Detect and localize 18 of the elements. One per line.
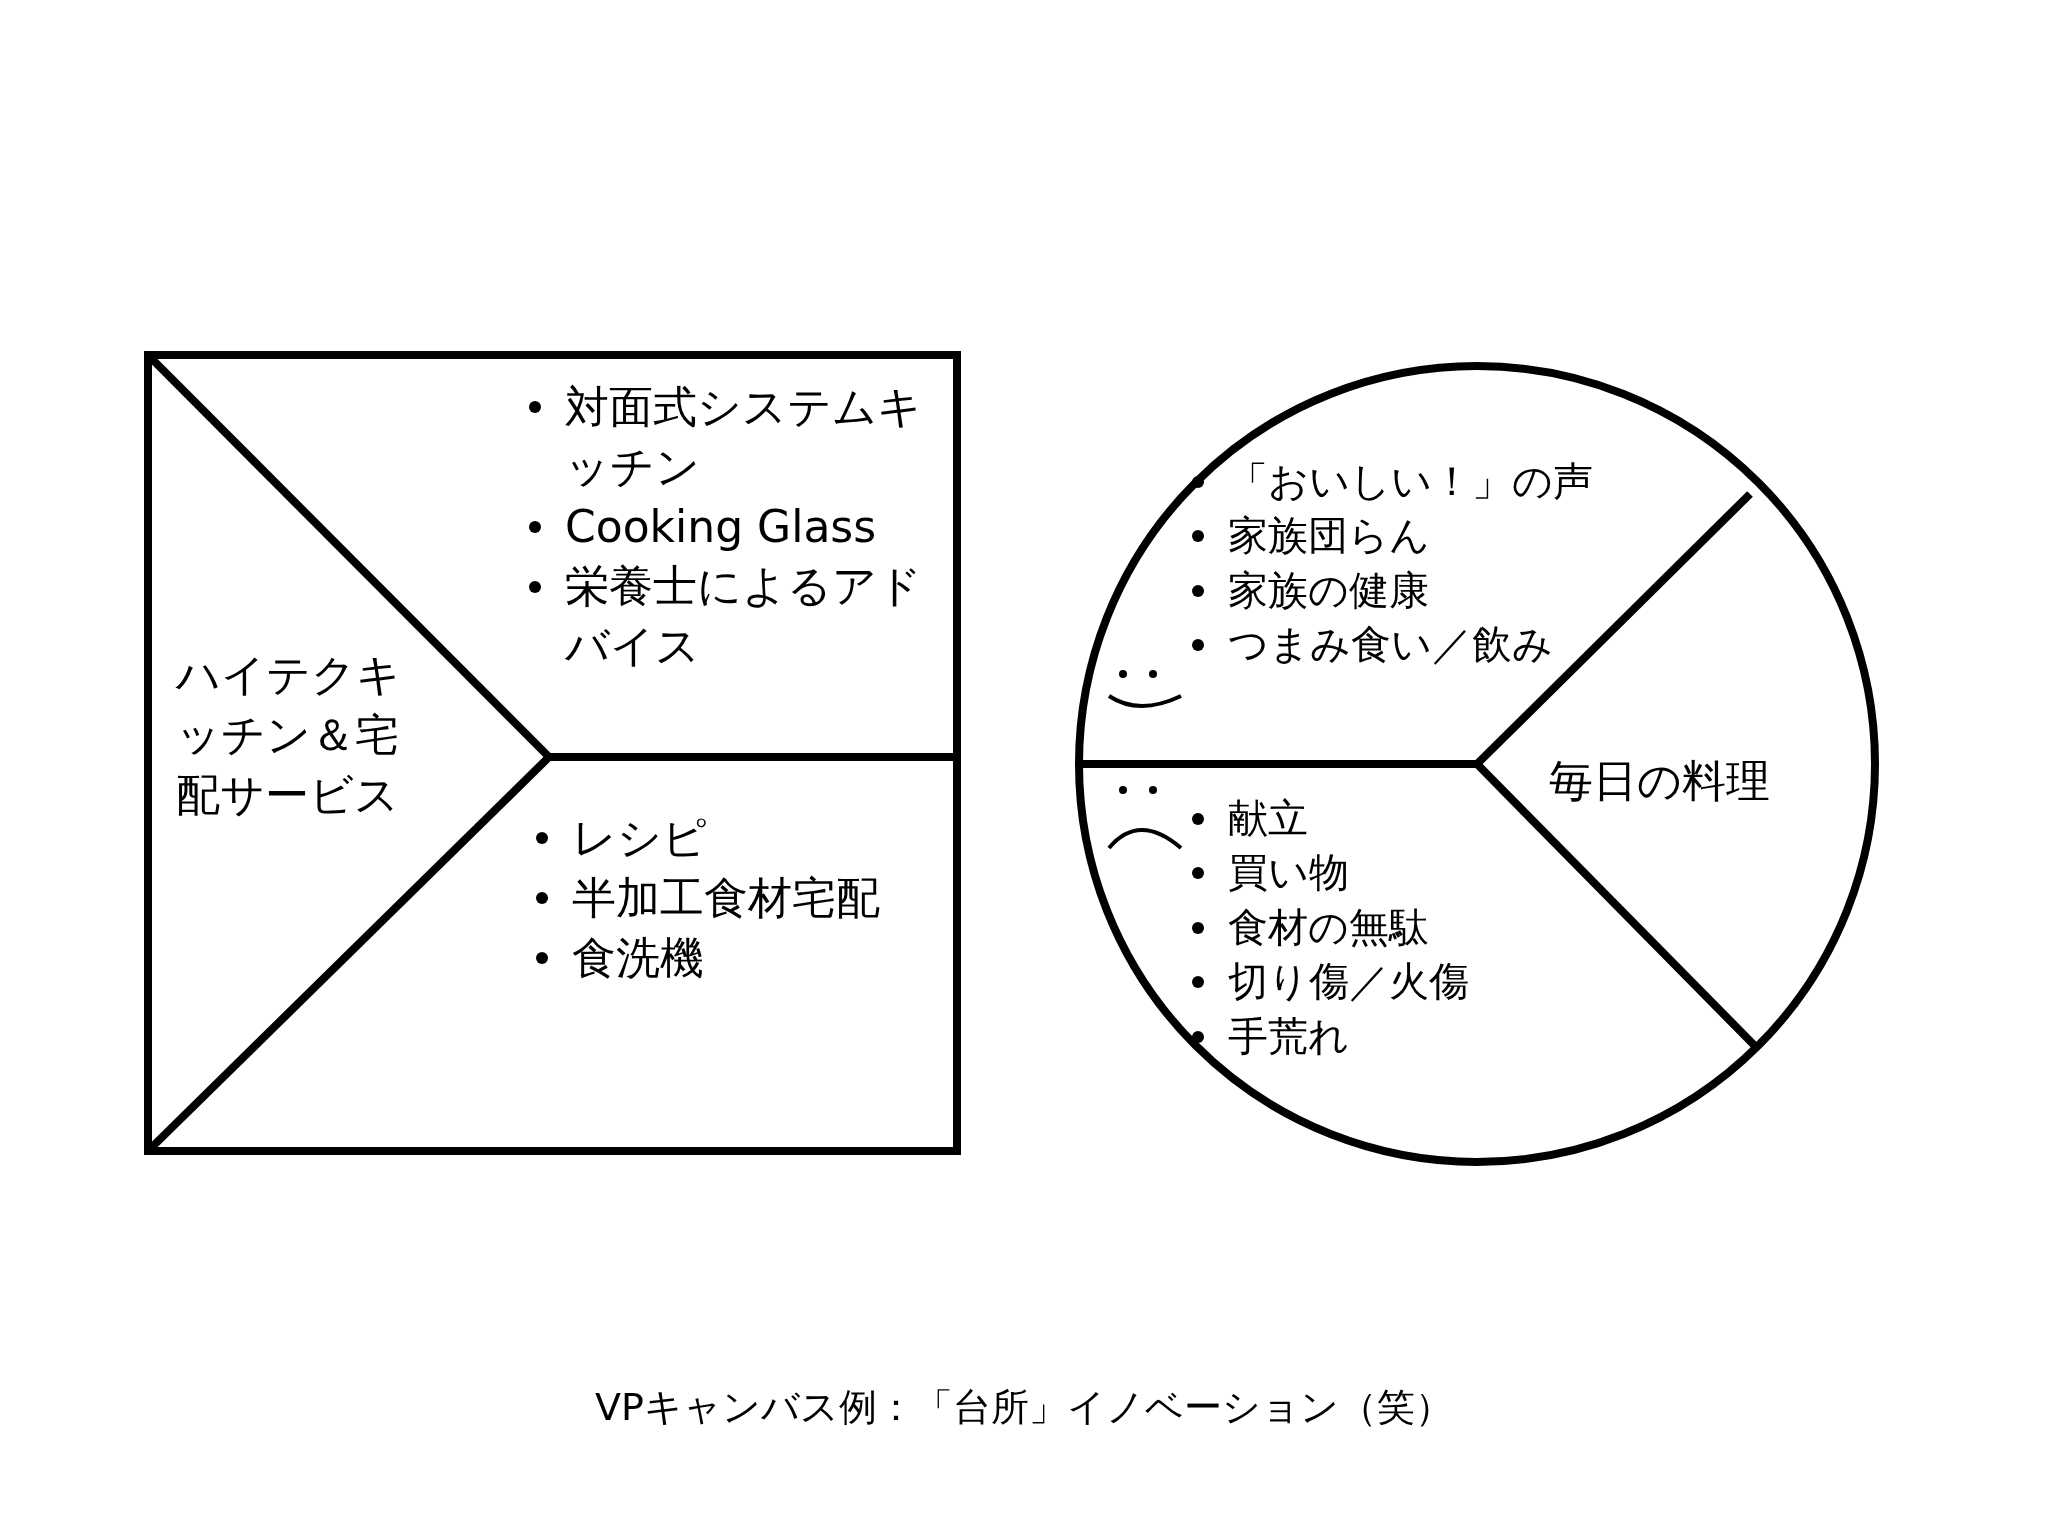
bullet-item: 食洗機 xyxy=(572,931,704,983)
bullet-item: 家族の健康 xyxy=(1228,566,1429,613)
bullet-item: つまみ食い／飲み xyxy=(1228,621,1553,668)
bullet-item: Cooking Glass xyxy=(565,500,877,552)
bullet-item: 「おいしい！」の声 xyxy=(1228,458,1593,504)
bullet-item: 手荒れ xyxy=(1228,1012,1349,1059)
bullet-item: 家族団らん xyxy=(1228,512,1430,559)
caption: VPキャンバス例：「台所」イノベーション（笑） xyxy=(594,1384,1454,1431)
section-label: ハイテクキッチン＆宅配サービス xyxy=(176,648,402,822)
bullet-item: レシピ xyxy=(572,812,707,863)
bullet-item: 半加工食材宅配 xyxy=(572,871,880,923)
bullet-item: 買い物 xyxy=(1228,849,1349,896)
section-label: 毎日の料理 xyxy=(1549,754,1771,808)
bullet-item: 献立 xyxy=(1228,795,1308,841)
bullet-item: 対面式システムキッチン xyxy=(565,381,922,492)
bullet-item: 食材の無駄 xyxy=(1228,903,1429,950)
bullet-item: 栄養士によるアドバイス xyxy=(565,560,922,672)
bullet-item: 切り傷／火傷 xyxy=(1228,958,1469,1005)
